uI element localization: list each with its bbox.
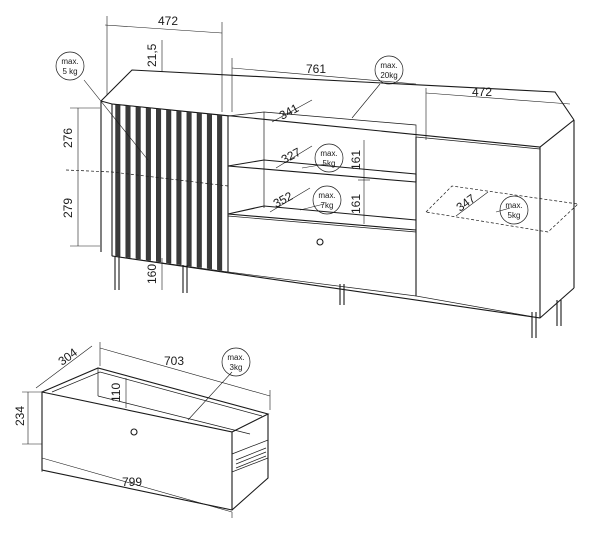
sideboard-cabinet (65, 69, 579, 338)
load-badge: max. 5kg (499, 195, 529, 225)
dim-top-gap: 21,5 (145, 43, 159, 67)
load-badge: max. 5 kg (55, 51, 85, 81)
drawer-front-panel (41, 391, 233, 511)
dim-compartment-b: 161 (349, 194, 363, 214)
drawer-runner (231, 439, 269, 473)
door-slat (135, 106, 141, 260)
door-slat (125, 105, 131, 258)
cabinet-dimensions: 472 21,5 761 472 276 279 160 341 327 352 (61, 14, 571, 290)
door-slat (196, 112, 202, 268)
dim-drawer-depth: 304 (56, 345, 81, 368)
svg-text:3kg: 3kg (230, 363, 243, 372)
hidden-shelves (65, 169, 579, 233)
svg-text:max.: max. (320, 149, 337, 158)
door-slats (115, 104, 223, 271)
dim-width-middle: 761 (306, 62, 326, 76)
svg-text:max.: max. (505, 201, 522, 210)
dim-drawer-front-width: 799 (122, 475, 142, 489)
dim-depth-top: 341 (277, 101, 302, 123)
svg-text:5 kg: 5 kg (62, 67, 77, 76)
door-slat (145, 107, 151, 261)
svg-text:5kg: 5kg (323, 159, 336, 168)
load-badge: max. 20kg (374, 55, 404, 85)
left-ribbed-door (111, 103, 229, 273)
dim-leg-height: 160 (145, 264, 159, 284)
door-slat (115, 104, 121, 257)
svg-text:max.: max. (318, 191, 335, 200)
dim-depth-right: 347 (454, 191, 479, 214)
load-badge: max. 5kg (314, 143, 344, 173)
dim-compartment-a: 161 (349, 150, 363, 170)
drawer-knob (130, 428, 138, 436)
door-slat (176, 110, 182, 266)
load-badge: max. 3kg (221, 347, 251, 377)
dim-height-upper: 276 (61, 128, 75, 148)
door-slat (156, 108, 162, 263)
dim-drawer-inner-width: 703 (164, 354, 184, 368)
svg-text:max.: max. (227, 353, 244, 362)
load-badge: max. 7kg (312, 185, 342, 215)
door-slat (206, 113, 212, 270)
drawer-detail (41, 367, 270, 511)
svg-text:20kg: 20kg (380, 71, 397, 80)
door-slat (186, 111, 192, 267)
door-slat (166, 109, 172, 264)
middle-open-compartment (227, 111, 417, 297)
dim-width-right: 472 (472, 85, 492, 99)
dim-height-lower: 279 (61, 198, 75, 218)
right-door (415, 136, 541, 319)
door-slat (217, 114, 223, 271)
drawer-dimensions: 304 703 110 234 799 (13, 342, 271, 518)
svg-text:max.: max. (61, 57, 78, 66)
dim-drawer-height: 234 (13, 406, 27, 426)
cabinet-top-back-edge (100, 69, 575, 121)
drawer-knob (316, 238, 324, 246)
dim-drawer-inner-height: 110 (109, 383, 123, 402)
svg-text:7kg: 7kg (321, 201, 334, 210)
svg-text:max.: max. (380, 61, 397, 70)
cabinet-top-front-edge (100, 100, 575, 148)
svg-text:5kg: 5kg (508, 211, 521, 220)
cabinet-legs (114, 257, 562, 338)
dim-width-left: 472 (158, 14, 178, 28)
